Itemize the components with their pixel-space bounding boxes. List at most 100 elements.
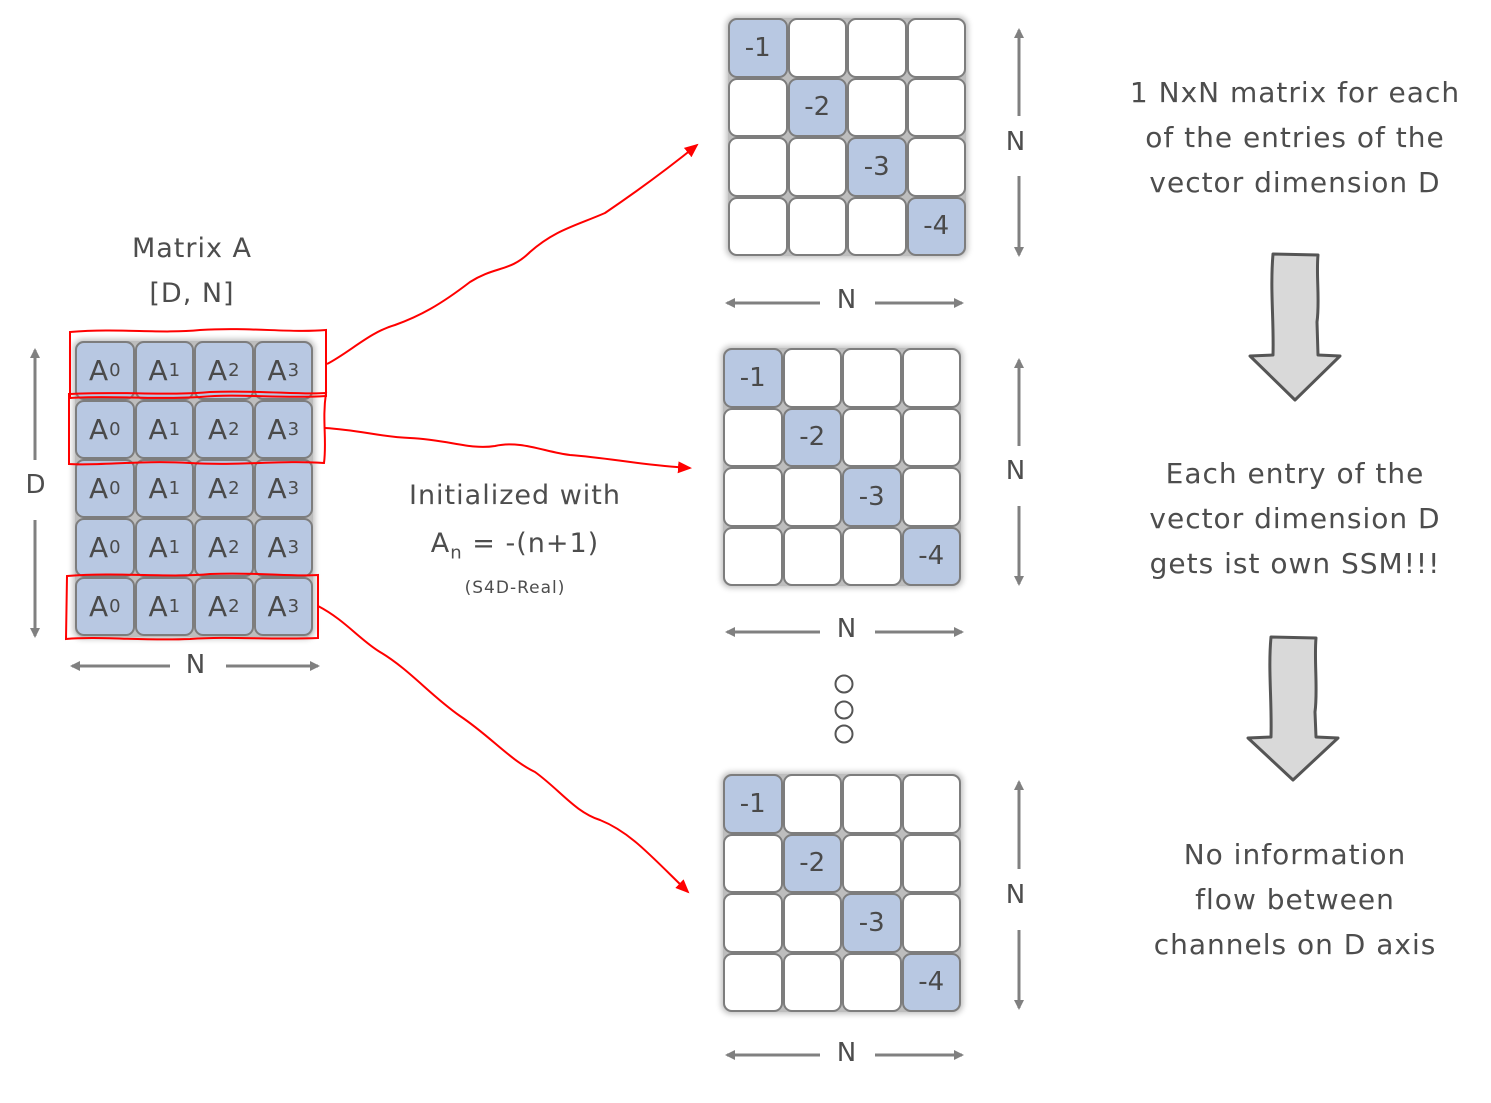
- init-note-formula: An = -(n+1): [380, 528, 650, 563]
- ssm-empty-cell: [847, 196, 907, 256]
- ssm-empty-cell: [787, 18, 847, 78]
- ssm-1-axis-vertical-label: N: [1005, 127, 1027, 157]
- matrix-a-shape: [D, N]: [149, 278, 235, 309]
- explanation-3: No information flow between channels on …: [1100, 832, 1490, 967]
- ssm-empty-cell: [723, 833, 783, 893]
- ssm-empty-cell: [842, 526, 902, 586]
- explanation-2-line-3: gets ist own SSM!!!: [1149, 547, 1441, 580]
- matrix-a-cell-subscript: 1: [168, 478, 181, 499]
- matrix-a-cell-base: A: [207, 472, 228, 505]
- explanation-1-line-3: vector dimension D: [1149, 166, 1441, 199]
- ssm-diagonal-cell: -1: [728, 18, 788, 78]
- matrix-a-cell-base: A: [88, 531, 109, 564]
- ssm-2-axis-vertical-label: N: [1005, 456, 1027, 486]
- matrix-a-cell-base: A: [207, 590, 228, 623]
- matrix-a-cell-subscript: 1: [168, 596, 181, 617]
- explanation-3-line-2: flow between: [1195, 883, 1395, 916]
- ssm-empty-cell: [787, 137, 847, 197]
- matrix-a-cell-base: A: [267, 472, 287, 505]
- ssm-1-axis-horizontal-label: N: [836, 285, 858, 315]
- matrix-a-cell-subscript: 1: [168, 537, 181, 558]
- matrix-a-cell-base: A: [148, 472, 168, 505]
- matrix-a-cell-base: A: [88, 472, 109, 505]
- ssm-3-axis-vertical-label: N: [1005, 880, 1027, 910]
- matrix-a-cell-subscript: 1: [168, 360, 181, 381]
- ssm-empty-cell: [782, 893, 842, 953]
- ssm-empty-cell: [782, 774, 842, 834]
- ssm-empty-cell: [906, 77, 966, 137]
- explanation-2: Each entry of the vector dimension D get…: [1100, 451, 1490, 586]
- ssm-empty-cell: [901, 348, 961, 408]
- ssm-empty-cell: [901, 833, 961, 893]
- init-note-line1: Initialized with: [408, 480, 621, 511]
- matrix-a-cell-subscript: 2: [228, 596, 240, 617]
- ssm-diagonal-cell: -4: [906, 196, 966, 256]
- row-highlight-2: [68, 390, 328, 466]
- matrix-a-cell-subscript: 3: [287, 478, 300, 499]
- matrix-a-cell-base: A: [267, 413, 287, 446]
- row-highlight-5: [64, 572, 319, 641]
- explanation-1-line-2: of the entries of the: [1145, 121, 1445, 154]
- matrix-a-cell-subscript: 2: [228, 478, 240, 499]
- ssm-empty-cell: [906, 137, 966, 197]
- ssm-diagonal-cell: -4: [901, 526, 961, 586]
- explanation-2-line-1: Each entry of the: [1165, 457, 1425, 490]
- ssm-diagonal-cell: -1: [723, 348, 783, 408]
- matrix-a-cell-base: A: [207, 531, 228, 564]
- connector-arrow-to-ssm-2: [324, 427, 692, 474]
- matrix-a-cell-subscript: 3: [287, 419, 300, 440]
- matrix-a-title: Matrix A: [131, 233, 253, 264]
- ssm-matrix-2: -1-2-3-4: [723, 348, 961, 586]
- formula-base: A: [430, 528, 451, 559]
- matrix-a-cell-base: A: [207, 413, 228, 446]
- ssm-empty-cell: [842, 348, 902, 408]
- ssm-empty-cell: [901, 467, 961, 527]
- explanation-3-line-3: channels on D axis: [1153, 928, 1437, 961]
- explanation-2-line-2: vector dimension D: [1149, 502, 1441, 535]
- ssm-empty-cell: [723, 893, 783, 953]
- matrix-a-cell-subscript: 0: [109, 537, 121, 558]
- vertical-ellipsis-icon: [834, 674, 854, 744]
- ssm-empty-cell: [728, 137, 788, 197]
- matrix-a-cell-subscript: 0: [109, 478, 121, 499]
- matrix-a-axis-n-label: N: [185, 650, 207, 680]
- ssm-diagonal-cell: -1: [723, 774, 783, 834]
- connector-arrow-to-ssm-3: [317, 605, 690, 894]
- ssm-empty-cell: [842, 407, 902, 467]
- ssm-empty-cell: [842, 952, 902, 1012]
- matrix-a-axis-d-label: D: [25, 470, 47, 500]
- ssm-empty-cell: [901, 407, 961, 467]
- ssm-empty-cell: [723, 526, 783, 586]
- matrix-a-cell-subscript: 2: [228, 360, 240, 381]
- matrix-a-cell-subscript: 3: [287, 537, 300, 558]
- matrix-a-cell-subscript: 0: [109, 419, 121, 440]
- ssm-diagonal-cell: -3: [842, 893, 902, 953]
- ssm-empty-cell: [782, 526, 842, 586]
- ssm-empty-cell: [842, 774, 902, 834]
- ssm-empty-cell: [901, 774, 961, 834]
- matrix-a-cell-subscript: 2: [228, 537, 240, 558]
- ssm-empty-cell: [847, 77, 907, 137]
- matrix-a-cell-base: A: [267, 590, 287, 623]
- ssm-diagonal-cell: -2: [787, 77, 847, 137]
- ssm-empty-cell: [728, 196, 788, 256]
- formula-subscript: n: [450, 542, 463, 564]
- ssm-empty-cell: [787, 196, 847, 256]
